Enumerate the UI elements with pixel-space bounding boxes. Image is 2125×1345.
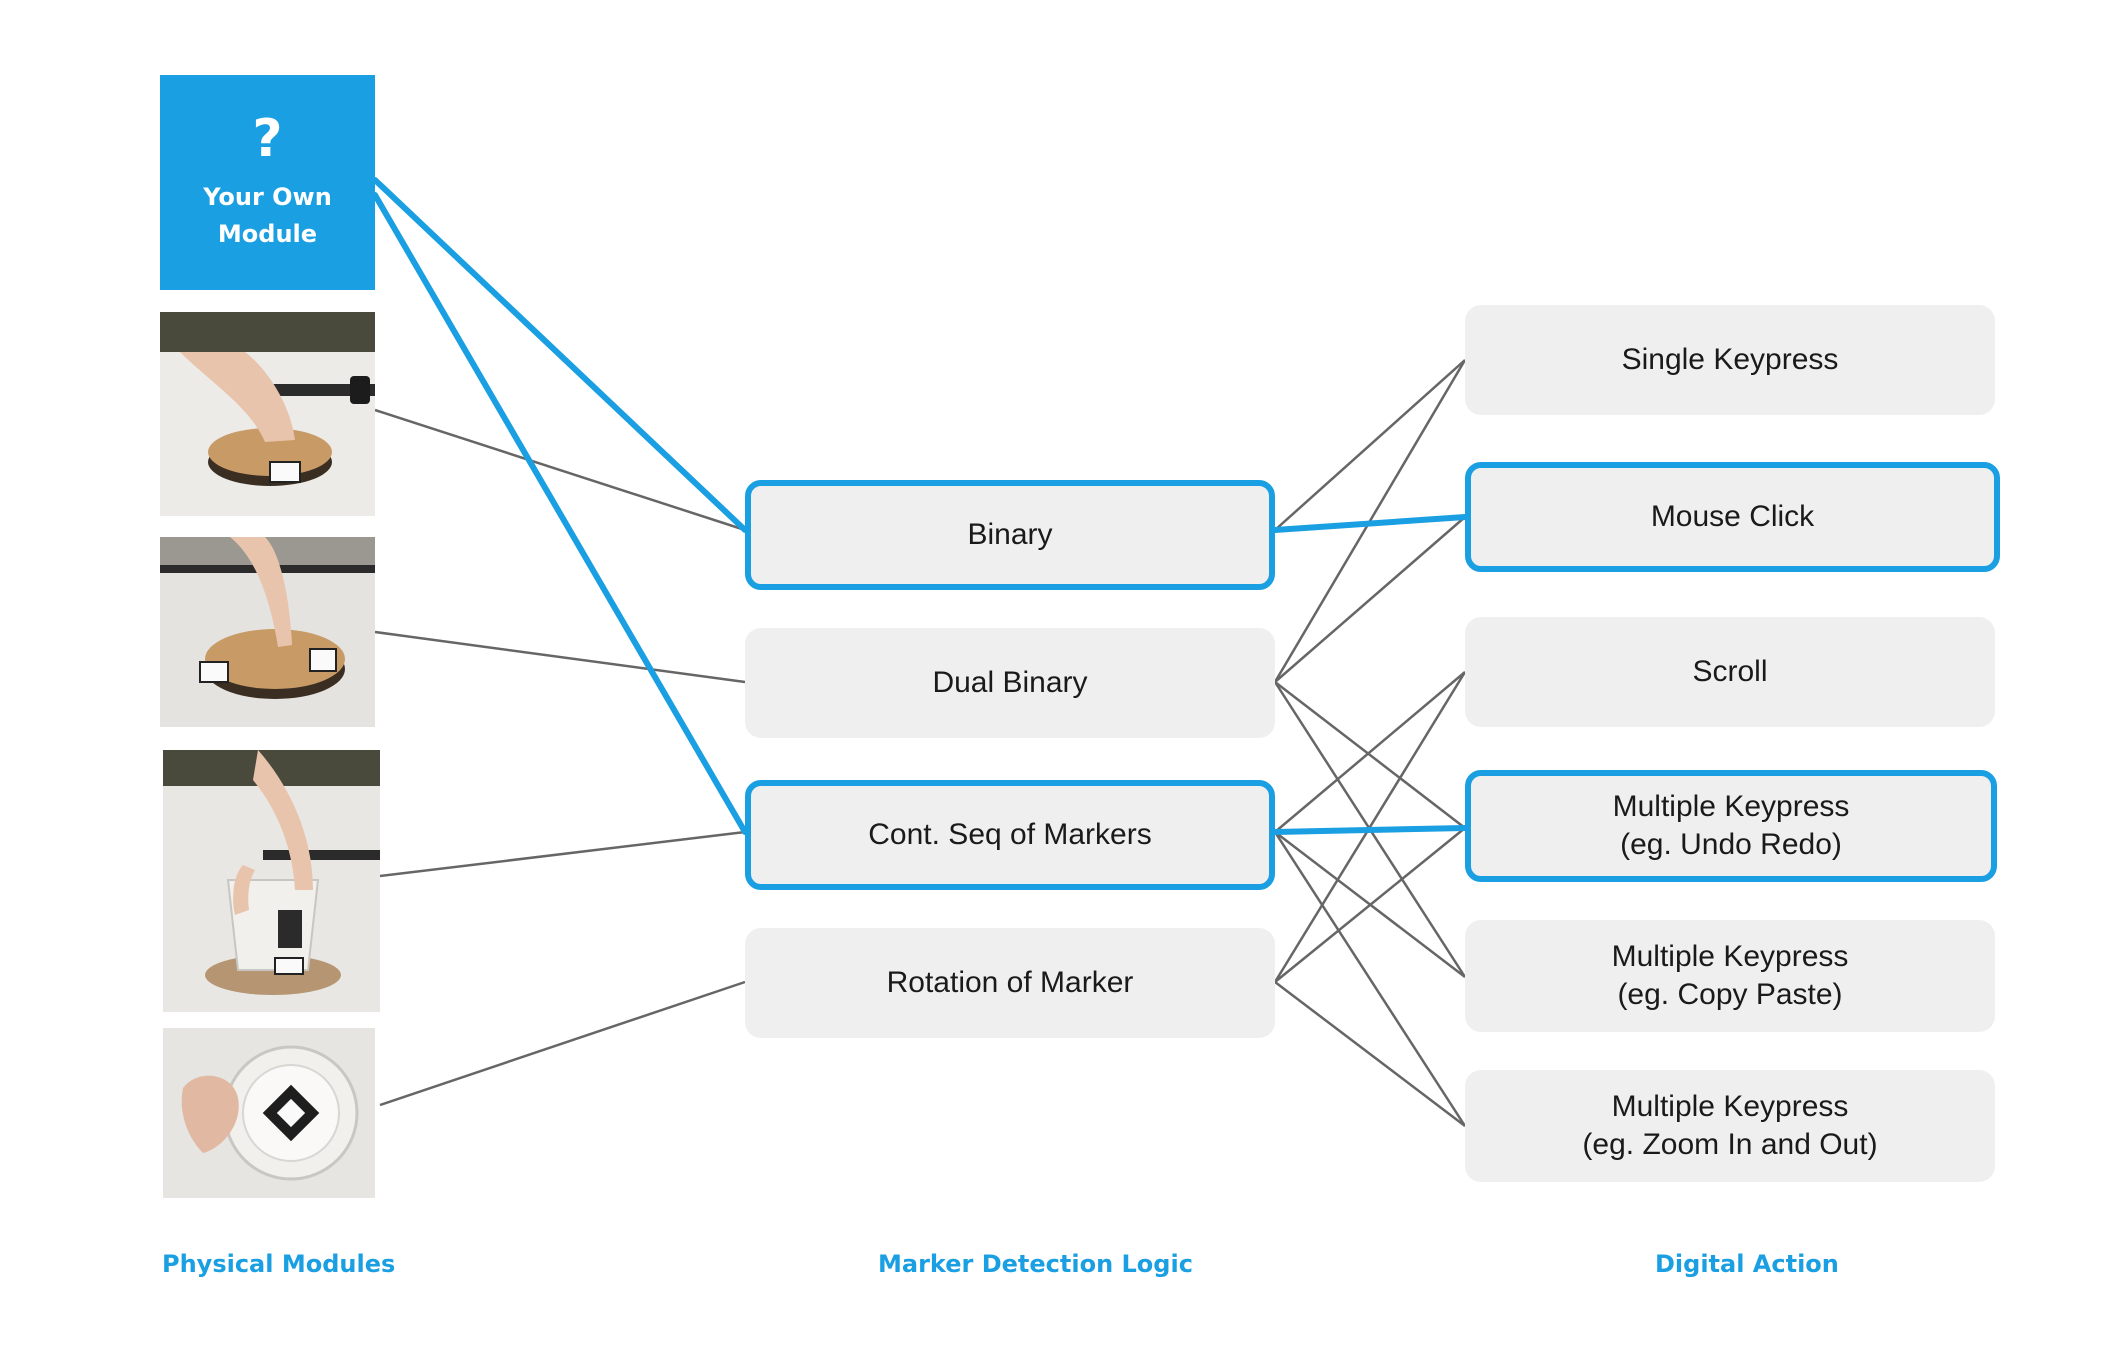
own-module-tile: ? Your Own Module [160,75,375,290]
column-label-digital-action: Digital Action [1655,1250,1839,1278]
link-module-2-dual-binary [374,630,746,684]
link-rot-zoom [1274,981,1466,1127]
module-photo-cup [163,750,380,1012]
logic-rotation-of-marker: Rotation of Marker [745,928,1275,1038]
link-cont-zoom [1273,831,1467,1127]
link-own-binary [372,177,748,533]
action-zoom-label: Multiple Keypress (eg. Zoom In and Out) [1582,1090,1878,1161]
action-scroll: Scroll [1465,617,1995,727]
action-multiple-keypress-copy-paste: Multiple Keypress (eg. Copy Paste) [1465,920,1995,1032]
link-module-1-binary [374,408,746,532]
link-cont-scroll [1274,671,1466,833]
own-module-label: Your Own Module [203,182,332,248]
action-multiple-keypress-zoom: Multiple Keypress (eg. Zoom In and Out) [1465,1070,1995,1182]
action-single-keypress: Single Keypress [1465,305,1995,415]
action-copy-paste-label: Multiple Keypress (eg. Copy Paste) [1611,940,1849,1011]
link-rot-undo [1274,827,1466,983]
logic-binary: Binary [745,480,1275,590]
module-photo-rotation [163,1028,375,1198]
link-binary-single [1274,359,1466,531]
link-module-3-cont-seq [379,830,746,878]
link-own-cont-seq [372,192,748,835]
action-multiple-keypress-undo-redo: Multiple Keypress (eg. Undo Redo) [1465,770,1997,882]
column-label-marker-detection-logic: Marker Detection Logic [878,1250,1193,1278]
action-single-keypress-label: Single Keypress [1621,343,1839,376]
column-label-physical-modules: Physical Modules [162,1250,396,1278]
logic-cont-seq-markers: Cont. Seq of Markers [745,780,1275,890]
logic-rotation-label: Rotation of Marker [886,966,1134,999]
logic-dual-binary: Dual Binary [745,628,1275,738]
action-scroll-label: Scroll [1692,655,1768,688]
logic-binary-label: Binary [967,518,1053,551]
question-mark-icon: ? [252,108,283,169]
link-cont-undo [1272,825,1468,835]
logic-dual-binary-label: Dual Binary [932,666,1088,699]
link-dual-mouse [1274,516,1466,683]
logic-cont-seq-label: Cont. Seq of Markers [868,818,1152,851]
link-module-4-rotation [379,980,746,1107]
action-mouse-click-label: Mouse Click [1650,500,1815,533]
module-photo-dual-press [160,537,375,727]
action-undo-redo-label: Multiple Keypress (eg. Undo Redo) [1612,790,1850,861]
module-photo-press-disc [160,312,375,516]
action-mouse-click: Mouse Click [1465,462,2000,572]
link-dual-undo [1274,681,1466,829]
link-binary-mouse [1272,514,1468,533]
